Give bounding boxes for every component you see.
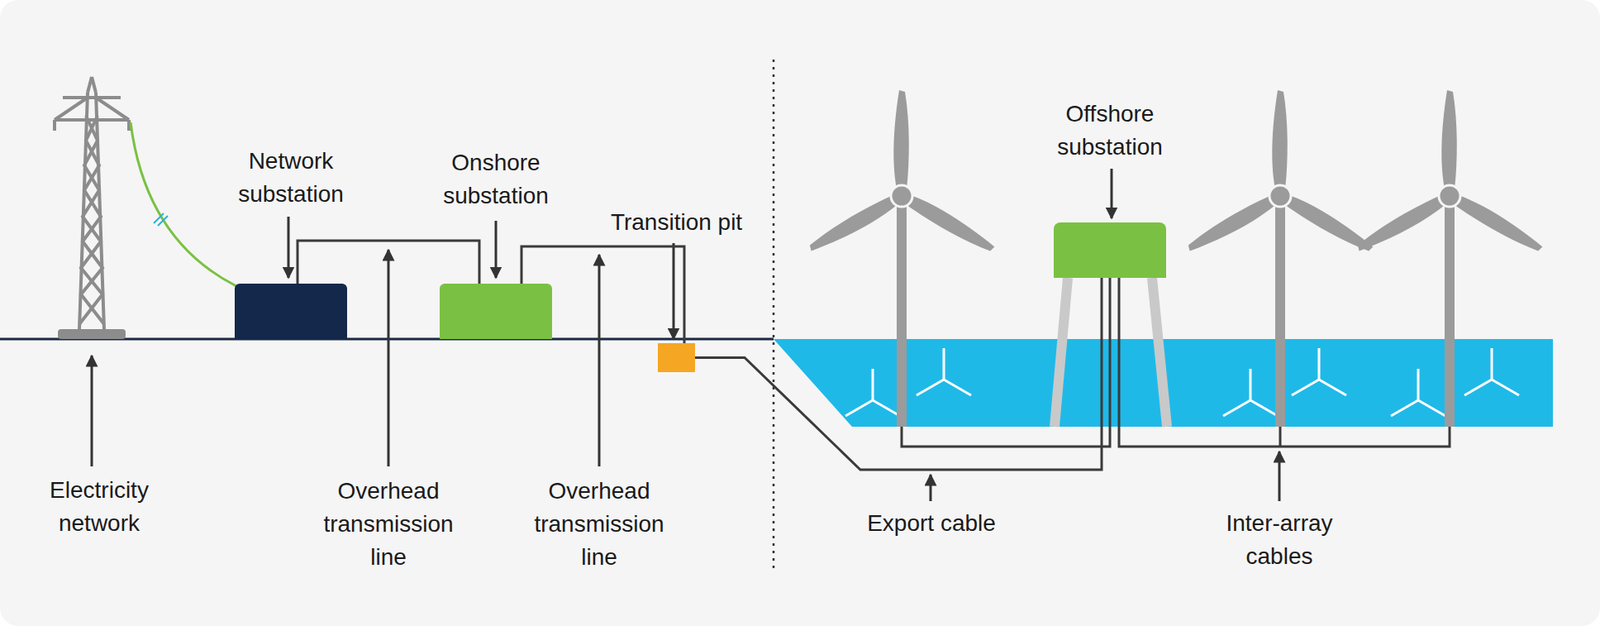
wind-turbines bbox=[806, 90, 1546, 427]
onshore-substation-box: Onshore substation bbox=[439, 283, 553, 339]
inter-array-cable-lines bbox=[901, 277, 1450, 447]
overhead-line bbox=[297, 240, 480, 284]
node-label: Offshore substation bbox=[1023, 97, 1197, 164]
export-cable bbox=[695, 277, 1102, 470]
transmission-tower bbox=[54, 76, 129, 329]
node-label: Transition pit bbox=[610, 205, 743, 239]
inter-array-cable-label: Inter-array cables bbox=[1200, 506, 1358, 573]
transition-pit-box: Transition pit bbox=[657, 342, 696, 372]
node-label: Onshore substation bbox=[413, 146, 579, 213]
transmission-line-label: Overhead transmission line bbox=[309, 474, 467, 574]
line-hash-mark bbox=[153, 213, 168, 226]
electricity-network-label: Electricity network bbox=[24, 473, 174, 540]
transmission-line-label: Overhead transmission line bbox=[520, 474, 678, 574]
water-turbine-icons bbox=[845, 347, 1520, 416]
export-cable-label: Export cable bbox=[836, 506, 1027, 540]
tower-base bbox=[57, 328, 126, 339]
network-substation-box: Network substation bbox=[234, 283, 348, 339]
node-label: Network substation bbox=[208, 144, 374, 211]
divider bbox=[772, 59, 776, 572]
offshore-substation-box: Offshore substation bbox=[1053, 222, 1167, 278]
leader-arrows bbox=[91, 168, 1280, 501]
grid-connection-line bbox=[130, 122, 237, 286]
